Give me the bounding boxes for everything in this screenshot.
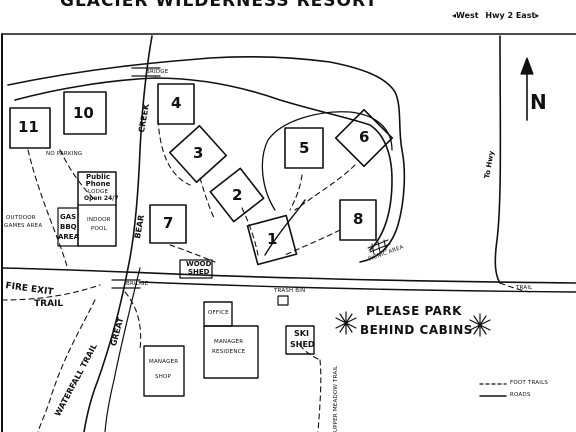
- bear-creek: [83, 35, 153, 432]
- no-parking-label: NO PARKING: [46, 151, 83, 157]
- trail-cabin2-1: [241, 207, 259, 256]
- legend-roads-label: ROADS: [510, 392, 531, 398]
- east-label: East: [515, 11, 536, 20]
- bridge-bottom: [111, 279, 141, 289]
- trash-bin-label: TRASH BIN: [274, 288, 306, 294]
- outdoor-games-label-1: OUTDOOR: [6, 215, 36, 221]
- cabin-8-box: [339, 199, 377, 241]
- road-main-horizontal: [1, 267, 576, 284]
- cabin-11-box: [9, 107, 51, 149]
- manager-shop-label-2: SHOP: [155, 374, 172, 380]
- cabin-1-label: 1: [267, 230, 278, 248]
- trail-waterfall: [37, 299, 96, 432]
- east-arrow-icon: ▸: [535, 11, 540, 20]
- indoor-pool-label-1: INDOOR: [87, 217, 111, 223]
- road-top-loop-inner: [14, 77, 393, 251]
- trail-right-label: TRAIL: [516, 285, 533, 291]
- trail-cabin5-road: [289, 174, 303, 211]
- wood-shed-label-1: WOOD: [186, 260, 212, 268]
- bridge-top: [131, 67, 161, 77]
- west-arrow-icon: ◂: [452, 11, 457, 20]
- please-park-label: PLEASE PARK: [366, 304, 462, 318]
- trail-cabin8: [284, 229, 341, 256]
- tree-right: [469, 313, 491, 337]
- cabin-10-label: 10: [73, 104, 94, 122]
- cabin-5-label: 5: [299, 139, 310, 157]
- road-top-loop-outer: [7, 55, 406, 263]
- creek-second-bank: [104, 267, 141, 432]
- cabin-3-box: [168, 124, 228, 184]
- indoor-pool-label-2: POOL: [91, 226, 107, 232]
- office-label: OFFICE: [208, 310, 229, 316]
- cabin-4-box: [157, 83, 195, 125]
- cabin-7-box: [149, 204, 187, 244]
- cabin-7-label: 7: [163, 214, 174, 232]
- highway-direction: ◂West Hwy 2 East▸: [452, 12, 539, 20]
- manager-residence-label-2: RESIDENCE: [212, 349, 246, 355]
- hwy-label: Hwy 2: [485, 11, 514, 20]
- cabin-6-label: 6: [359, 128, 370, 146]
- cabin-1-box: [246, 214, 298, 266]
- cabin-5-box: [284, 127, 324, 169]
- legend-foot-trails-label: FOOT TRAILS: [510, 380, 549, 386]
- north-arrow-head: [520, 57, 534, 75]
- cabin-4-label: 4: [171, 94, 182, 112]
- cabin-3-label: 3: [193, 144, 204, 162]
- trail-great: [124, 291, 142, 351]
- gas-bbq-box: [57, 207, 79, 247]
- manager-shop-box: [143, 345, 185, 397]
- cabin-10-box: [63, 91, 107, 135]
- cabin-6-box: [334, 108, 394, 168]
- gas-label: GAS: [60, 213, 77, 221]
- west-label: West: [456, 11, 479, 20]
- manager-residence-label-1: MANAGER: [214, 339, 244, 345]
- trail-cabin6-8: [294, 164, 356, 211]
- road-main-horizontal-2: [139, 281, 576, 293]
- ski-shed-box: [285, 325, 315, 355]
- open-24-label: Open 24/7: [84, 195, 119, 202]
- ski-shed-label-2: SHED: [290, 340, 315, 349]
- area-label: AREA: [58, 233, 80, 241]
- trash-bin-box: [277, 295, 289, 306]
- manager-shop-label-1: MANAGER: [149, 359, 179, 365]
- road-right-vertical: [494, 35, 502, 284]
- trail-west-loop: [27, 149, 69, 271]
- behind-cabins-label: BEHIND CABINS: [360, 323, 473, 337]
- trail-fire-exit: [1, 284, 101, 301]
- page-title: GLACIER WILDERNESS RESORT: [60, 0, 378, 11]
- bridge-top-label: BRIDGE: [146, 69, 169, 75]
- cabin-11-label: 11: [18, 118, 39, 136]
- cabin-2-label: 2: [232, 186, 243, 204]
- picnic-area-symbol: [367, 239, 391, 255]
- cabin-2-box: [209, 167, 265, 223]
- lodge-label: LODGE: [88, 189, 109, 195]
- north-label: N: [530, 90, 547, 114]
- trail-cabin3-2: [199, 177, 216, 221]
- bridge-bottom-label: BRIDGE: [126, 281, 149, 287]
- trail-right: [499, 282, 531, 293]
- cabin-8-label: 8: [353, 210, 364, 228]
- trail-creek-east: [157, 119, 191, 186]
- public-phone-label: Public Phone: [85, 173, 111, 188]
- upper-meadow-trail-label: UPPER MEADOW TRAIL: [333, 365, 339, 432]
- trail-upper-meadow: [317, 359, 322, 432]
- bbq-label: BBQ: [60, 223, 77, 231]
- road-cabin-loop: [261, 111, 393, 211]
- wood-shed-box: [179, 259, 213, 279]
- tree-left: [335, 311, 357, 335]
- manager-residence-box: [203, 325, 259, 379]
- outdoor-games-label-2: GAMES AREA: [4, 223, 43, 229]
- ski-shed-label-1: SKI: [294, 329, 309, 338]
- wood-shed-label-2: SHED: [188, 268, 210, 276]
- fire-exit-trail-label-2: TRAIL: [34, 299, 64, 309]
- trail-lodge-connector: [59, 149, 96, 201]
